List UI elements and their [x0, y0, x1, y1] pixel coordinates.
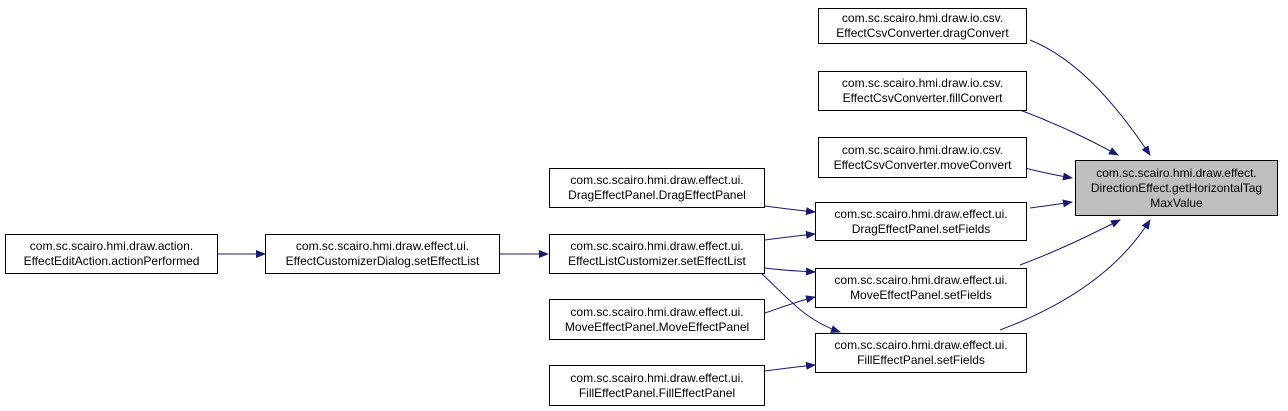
node-label-line: com.sc.scairo.hmi.draw.effect.: [1096, 165, 1257, 180]
node-label-line: EffectCsvConverter.fillConvert: [842, 91, 1003, 105]
node-label-line: com.sc.scairo.hmi.draw.effect.ui.: [834, 206, 1008, 221]
node-label-line: com.sc.scairo.hmi.draw.io.csv.: [841, 76, 1004, 90]
node-moveconvert[interactable]: com.sc.scairo.hmi.draw.io.csv. EffectCsv…: [818, 137, 1027, 178]
node-label-line: EffectCustomizerDialog.setEffectList: [285, 254, 480, 268]
node-label-line: com.sc.scairo.hmi.draw.effect.ui.: [834, 273, 1008, 287]
edge-listcustomizer-to-dragsetfields: [764, 230, 816, 241]
node-label-line: EffectCsvConverter.dragConvert: [836, 26, 1009, 40]
edge-dragconvert-to-focus: [1029, 39, 1151, 156]
node-editaction[interactable]: com.sc.scairo.hmi.draw.action. EffectEdi…: [5, 234, 218, 274]
node-label-line: EffectCsvConverter.moveConvert: [833, 157, 1012, 172]
node-label-line: MaxValue: [1150, 195, 1203, 210]
node-label-line: com.sc.scairo.hmi.draw.io.csv.: [841, 11, 1004, 25]
node-label-line: com.sc.scairo.hmi.draw.effect.ui.: [570, 239, 744, 253]
node-label-line: com.sc.scairo.hmi.draw.effect.ui.: [570, 304, 744, 319]
edge-dragctor-to-dragsetfields: [764, 205, 816, 216]
node-label-line: com.sc.scairo.hmi.draw.io.csv.: [841, 142, 1004, 157]
edge-movesetfields-to-focus: [1019, 219, 1121, 266]
node-dragsetfields[interactable]: com.sc.scairo.hmi.draw.effect.ui. DragEf…: [815, 202, 1027, 241]
node-movesetfields[interactable]: com.sc.scairo.hmi.draw.effect.ui. MoveEf…: [815, 268, 1027, 308]
edge-fillsetfields-to-focus: [999, 219, 1151, 331]
node-label-line: com.sc.scairo.hmi.draw.effect.ui.: [570, 173, 744, 187]
node-label-line: com.sc.scairo.hmi.draw.action.: [29, 239, 194, 253]
node-label-line: com.sc.scairo.hmi.draw.effect.ui.: [834, 338, 1008, 352]
node-customizerdialog[interactable]: com.sc.scairo.hmi.draw.effect.ui. Effect…: [265, 234, 500, 274]
node-dragconvert[interactable]: com.sc.scairo.hmi.draw.io.csv. EffectCsv…: [818, 8, 1027, 44]
node-label-line: EffectListCustomizer.setEffectList: [568, 254, 746, 268]
node-label-line: FillEffectPanel.setFields: [857, 353, 985, 367]
node-dragctor[interactable]: com.sc.scairo.hmi.draw.effect.ui. DragEf…: [549, 168, 765, 208]
node-label-line: DragEffectPanel.DragEffectPanel: [568, 188, 746, 202]
node-label-line: DragEffectPanel.setFields: [851, 221, 991, 236]
node-label-line: DirectionEffect.getHorizontalTag: [1090, 180, 1263, 195]
node-label-line: com.sc.scairo.hmi.draw.effect.ui.: [570, 370, 744, 385]
node-fillsetfields[interactable]: com.sc.scairo.hmi.draw.effect.ui. FillEf…: [815, 333, 1027, 373]
edge-listcustomizer-to-movesetfields: [764, 267, 816, 276]
node-label-line: com.sc.scairo.hmi.draw.effect.ui.: [295, 239, 470, 253]
node-listcustomizer[interactable]: com.sc.scairo.hmi.draw.effect.ui. Effect…: [549, 234, 765, 274]
edge-moveconvert-to-focus: [1024, 167, 1073, 181]
node-label-line: MoveEffectPanel.setFields: [850, 288, 992, 302]
node-label-line: FillEffectPanel.FillEffectPanel: [578, 385, 736, 400]
edge-dragsetfields-to-focus: [1029, 199, 1073, 209]
edge-fillconvert-to-focus: [1019, 109, 1119, 156]
node-fillconvert[interactable]: com.sc.scairo.hmi.draw.io.csv. EffectCsv…: [818, 71, 1027, 111]
edge-listcustomizer-to-fillsetfields: [759, 271, 841, 333]
edge-fillctor-to-fillsetfields: [764, 361, 816, 372]
node-label-line: MoveEffectPanel.MoveEffectPanel: [564, 319, 750, 334]
edge-movector-to-movesetfields: [764, 295, 816, 314]
node-label-line: EffectEditAction.actionPerformed: [23, 254, 200, 268]
node-focus-gethorizontaltagmaxvalue: com.sc.scairo.hmi.draw.effect. Direction…: [1075, 160, 1278, 216]
node-movector[interactable]: com.sc.scairo.hmi.draw.effect.ui. MoveEf…: [549, 299, 765, 340]
node-fillctor[interactable]: com.sc.scairo.hmi.draw.effect.ui. FillEf…: [549, 365, 765, 406]
